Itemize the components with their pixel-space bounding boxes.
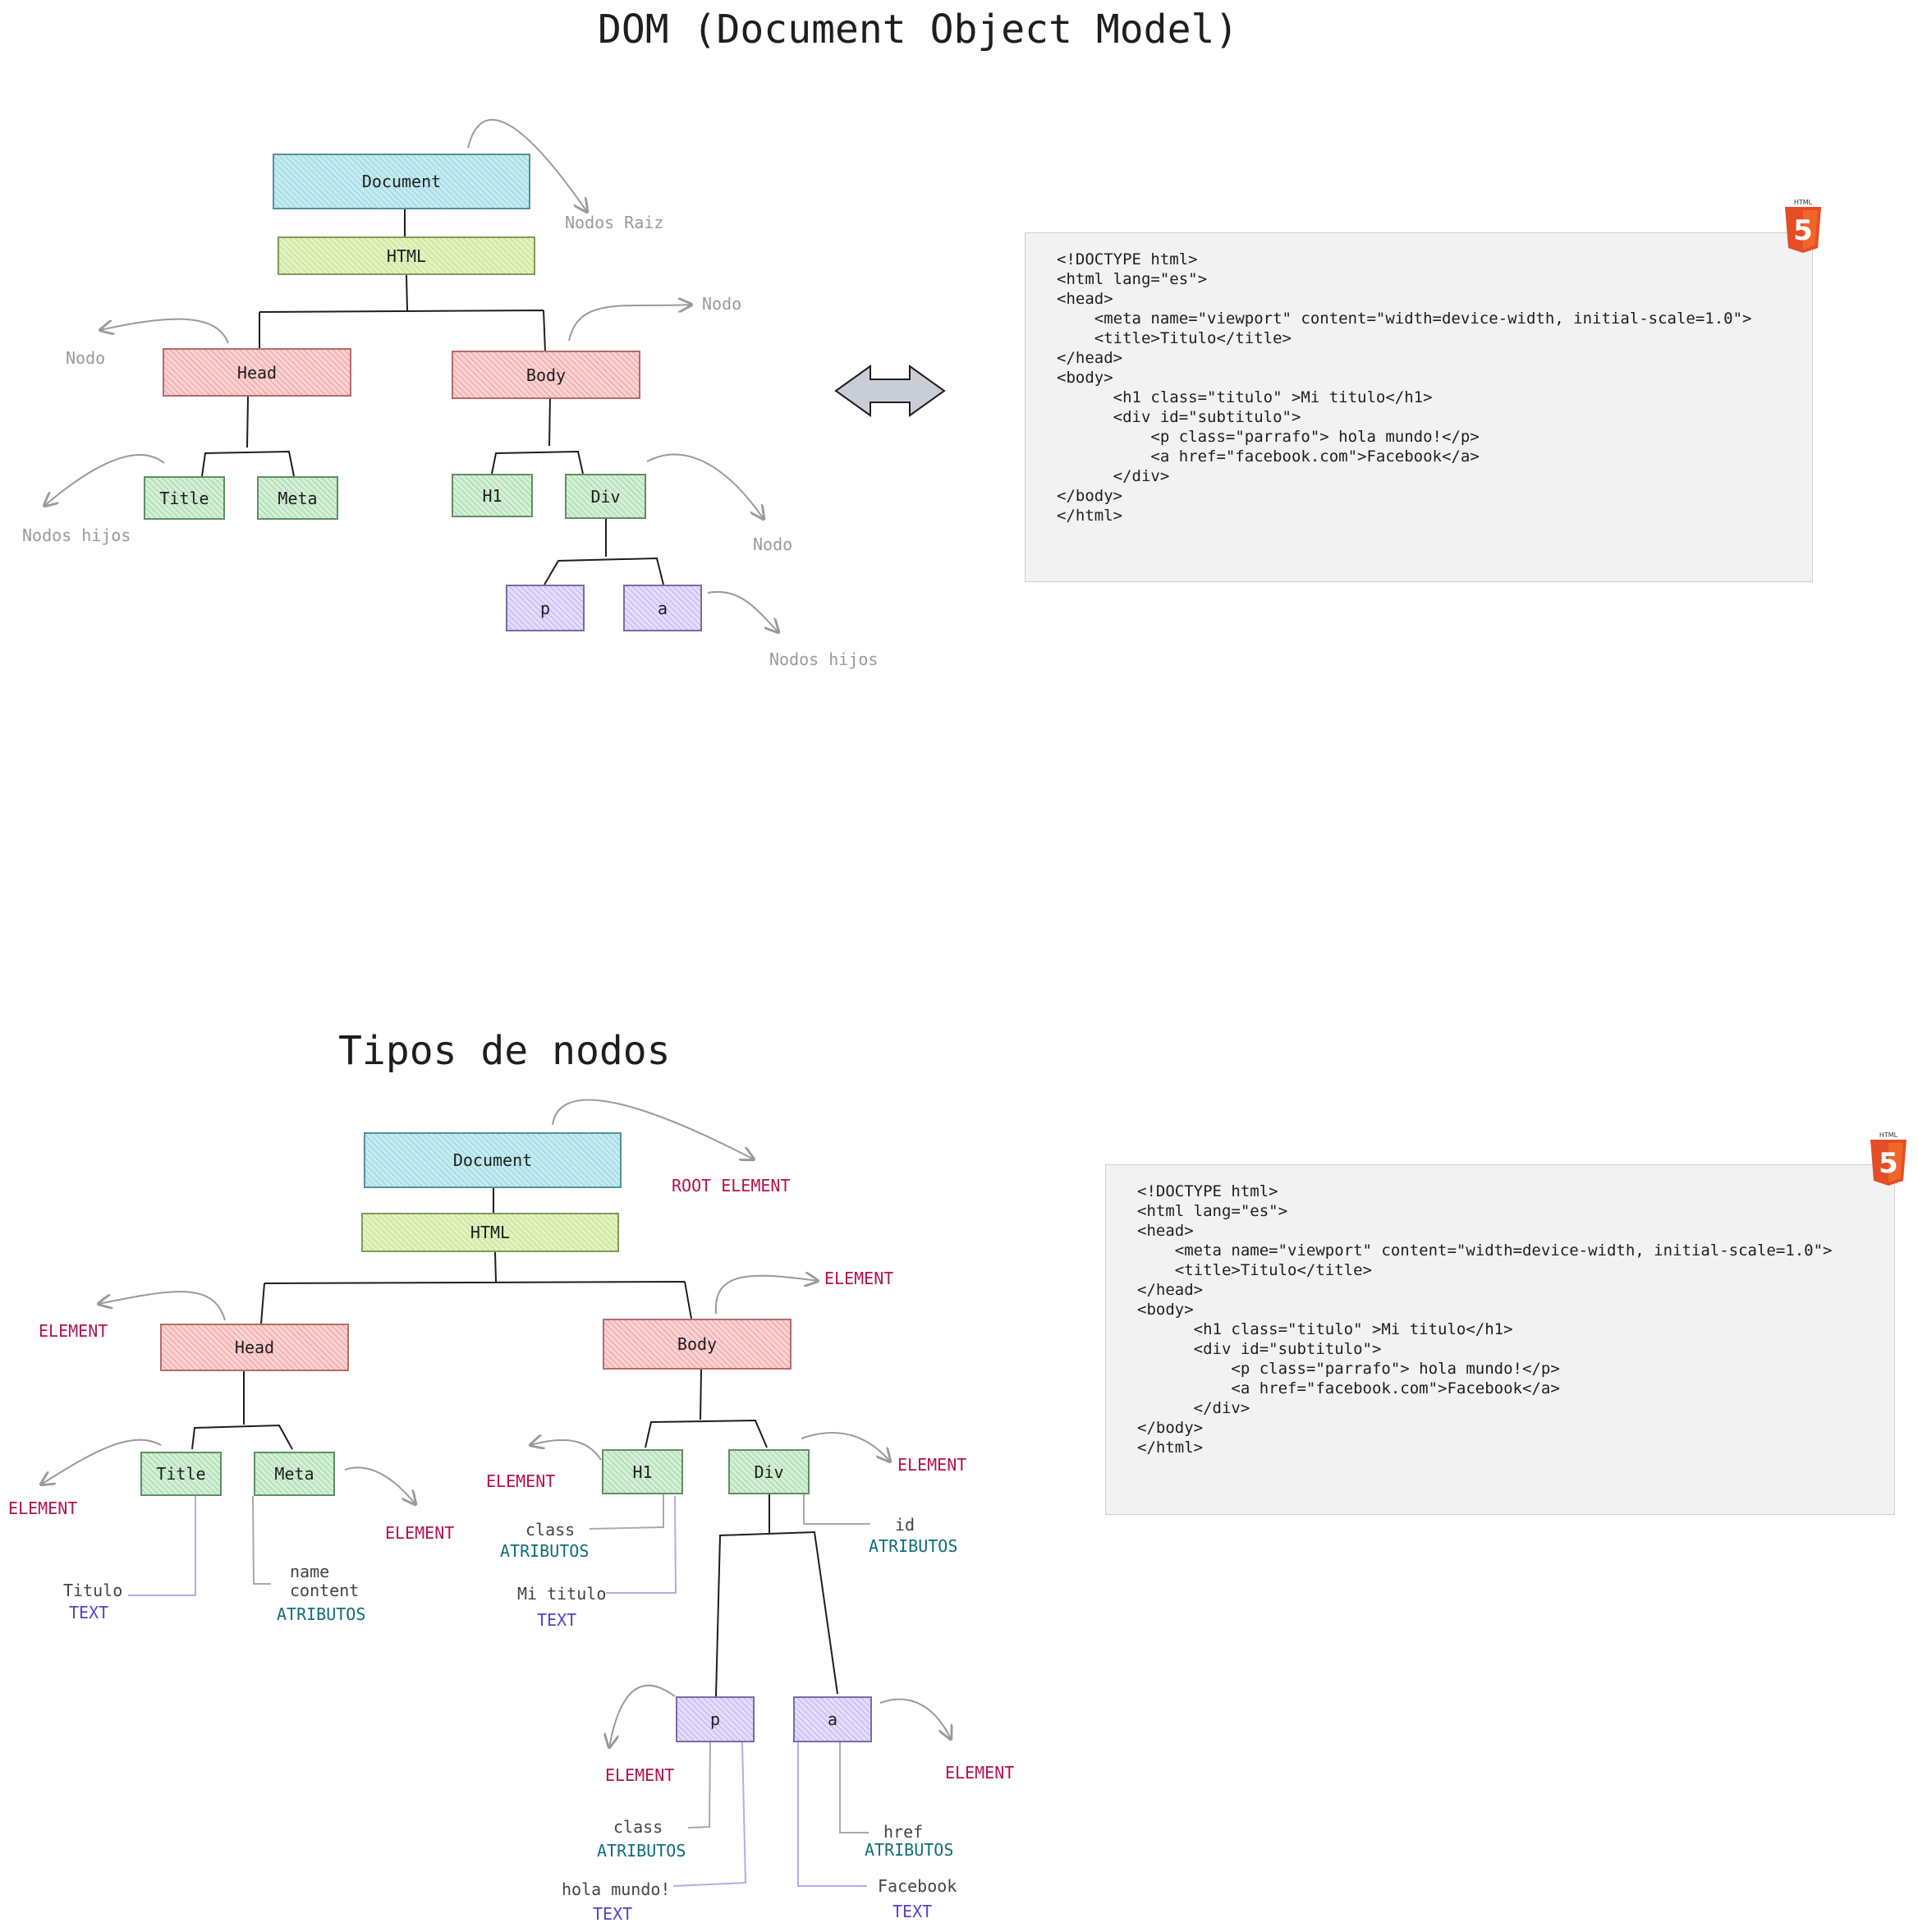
label-nodo-body: Nodo xyxy=(702,294,742,314)
label-nodos-hijos-div: Nodos hijos xyxy=(769,649,879,669)
code-line: <html lang="es"> xyxy=(1057,270,1208,288)
node-html: HTML xyxy=(278,236,535,275)
node-title: Title xyxy=(144,476,225,520)
html5-logo-icon: HTML 5 xyxy=(1785,199,1821,253)
node-title: Title xyxy=(140,1452,222,1496)
label-element-p: ELEMENT xyxy=(605,1765,675,1785)
node-div: Div xyxy=(728,1449,810,1494)
label-div-attr-type: ATRIBUTOS xyxy=(869,1536,958,1556)
label-element-body: ELEMENT xyxy=(824,1269,894,1288)
node-p: p xyxy=(506,585,585,631)
label-a-attr-type: ATRIBUTOS xyxy=(865,1840,954,1860)
code-line: </html> xyxy=(1057,507,1123,525)
label-nodo-div: Nodo xyxy=(753,535,793,554)
bidirectional-arrow xyxy=(834,365,946,417)
node-a: a xyxy=(623,585,702,631)
code-line: <a href="facebook.com">Facebook</a> xyxy=(1057,447,1480,466)
label-title-text-value: Titulo xyxy=(63,1581,123,1600)
code-line: </body> xyxy=(1057,487,1123,505)
node-head: Head xyxy=(163,348,351,397)
label-element-a: ELEMENT xyxy=(945,1763,1015,1783)
label-p-attr-type: ATRIBUTOS xyxy=(597,1841,686,1861)
label-root-element: ROOT ELEMENT xyxy=(672,1176,791,1195)
page-title: DOM (Document Object Model) xyxy=(598,7,1239,53)
label-h1-text-type: TEXT xyxy=(537,1610,577,1630)
code-line: <body> xyxy=(1137,1301,1194,1319)
node-h1: H1 xyxy=(602,1449,683,1494)
label-element-head: ELEMENT xyxy=(39,1321,108,1341)
code-lines: <!DOCTYPE html> <html lang="es"> <head> … xyxy=(1057,250,1781,525)
code-line: </html> xyxy=(1137,1439,1204,1457)
label-element-div: ELEMENT xyxy=(897,1455,967,1475)
node-head: Head xyxy=(160,1324,349,1371)
label-div-attr-value: id xyxy=(895,1515,915,1535)
code-block-bottom: <!DOCTYPE html> <html lang="es"> <head> … xyxy=(1105,1164,1895,1515)
label-p-text-type: TEXT xyxy=(593,1904,633,1924)
label-a-attr-value: href xyxy=(883,1822,924,1842)
code-line: <div id="subtitulo"> xyxy=(1057,408,1301,426)
code-lines: <!DOCTYPE html> <html lang="es"> <head> … xyxy=(1137,1182,1863,1457)
node-div: Div xyxy=(565,474,646,519)
code-line: <meta name="viewport" content="width=dev… xyxy=(1057,310,1752,328)
node-body: Body xyxy=(603,1319,792,1370)
label-h1-attr-value: class xyxy=(525,1520,576,1540)
label-nodos-hijos-head: Nodos hijos xyxy=(22,525,131,545)
label-element-h1: ELEMENT xyxy=(486,1471,556,1491)
code-line: <p class="parrafo"> hola mundo!</p> xyxy=(1137,1360,1560,1378)
label-h1-text-value: Mi titulo xyxy=(517,1584,607,1604)
code-line: </body> xyxy=(1137,1419,1204,1437)
html5-logo-label: HTML xyxy=(1879,1131,1898,1139)
node-document: Document xyxy=(364,1132,622,1188)
label-meta-attr-content: content xyxy=(290,1581,360,1600)
code-line: <h1 class="titulo" >Mi titulo</h1> xyxy=(1137,1320,1513,1338)
code-line: <div id="subtitulo"> xyxy=(1137,1340,1382,1358)
code-line: <!DOCTYPE html> xyxy=(1137,1182,1278,1200)
code-line: <head> xyxy=(1057,290,1113,308)
node-meta: Meta xyxy=(257,476,338,520)
label-meta-attr-name: name xyxy=(290,1562,330,1581)
code-line: <h1 class="titulo" >Mi titulo</h1> xyxy=(1057,388,1433,406)
label-element-meta: ELEMENT xyxy=(385,1523,455,1543)
code-line: <html lang="es"> xyxy=(1137,1202,1288,1220)
label-a-text-value: Facebook xyxy=(878,1876,957,1896)
section-title: Tipos de nodos xyxy=(338,1028,671,1074)
node-html: HTML xyxy=(361,1213,619,1252)
html5-logo-label: HTML xyxy=(1794,199,1813,206)
label-nodo-head: Nodo xyxy=(66,348,106,368)
code-line: </div> xyxy=(1057,467,1170,485)
code-line: <meta name="viewport" content="width=dev… xyxy=(1137,1241,1833,1260)
label-p-attr-value: class xyxy=(613,1817,663,1837)
label-p-text-value: hola mundo! xyxy=(562,1879,671,1899)
code-line: <head> xyxy=(1137,1222,1194,1240)
code-line: <!DOCTYPE html> xyxy=(1057,250,1198,268)
code-line: </div> xyxy=(1137,1399,1250,1417)
node-body: Body xyxy=(452,351,640,399)
label-h1-attr-type: ATRIBUTOS xyxy=(500,1541,590,1561)
node-h1: H1 xyxy=(452,474,533,517)
node-a: a xyxy=(793,1696,872,1742)
code-line: </head> xyxy=(1057,349,1123,367)
label-a-text-type: TEXT xyxy=(892,1902,933,1921)
code-line: </head> xyxy=(1137,1281,1204,1299)
node-document: Document xyxy=(273,154,530,209)
code-block-top: <!DOCTYPE html> <html lang="es"> <head> … xyxy=(1025,232,1813,582)
node-p: p xyxy=(676,1696,755,1742)
code-line: <a href="facebook.com">Facebook</a> xyxy=(1137,1379,1560,1397)
node-meta: Meta xyxy=(254,1452,335,1496)
label-element-title: ELEMENT xyxy=(8,1498,78,1518)
code-line: <p class="parrafo"> hola mundo!</p> xyxy=(1057,428,1480,446)
html5-logo-digit: 5 xyxy=(1793,214,1813,247)
code-line: <body> xyxy=(1057,369,1113,387)
label-meta-attr-type: ATRIBUTOS xyxy=(277,1604,366,1624)
html5-logo-digit: 5 xyxy=(1879,1147,1898,1180)
label-nodos-raiz: Nodos Raiz xyxy=(565,213,664,232)
label-title-text-type: TEXT xyxy=(69,1603,109,1622)
html5-logo-icon: HTML 5 xyxy=(1870,1131,1907,1186)
code-line: <title>Titulo</title> xyxy=(1137,1261,1372,1279)
code-line: <title>Titulo</title> xyxy=(1057,329,1292,347)
